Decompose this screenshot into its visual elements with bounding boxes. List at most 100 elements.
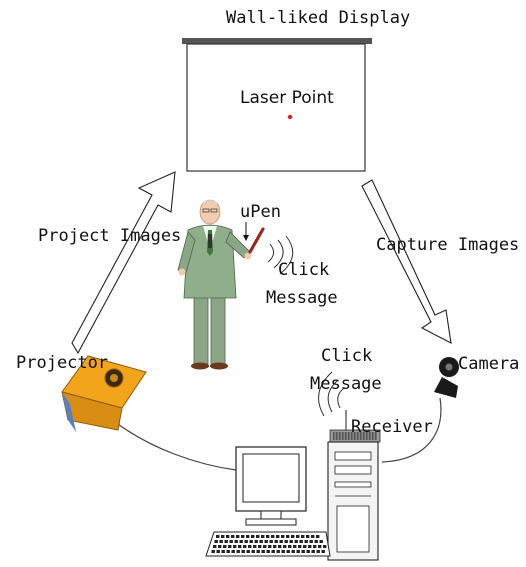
keyboard-key [236, 535, 240, 538]
keyboard-key [259, 540, 263, 543]
keyboard-key [318, 545, 322, 548]
presenter [177, 199, 252, 370]
receiver-signal-waves [318, 371, 345, 417]
keyboard-key [218, 545, 222, 548]
keyboard-key [216, 535, 220, 538]
keyboard-key [224, 540, 228, 543]
keyboard-key [301, 535, 305, 538]
keyboard [205, 531, 331, 557]
keyboard-key [254, 540, 258, 543]
laser-dot [287, 114, 293, 120]
keyboard-key [294, 540, 298, 543]
keyboard-key [276, 535, 280, 538]
keyboard-key [286, 550, 290, 553]
keyboard-key [306, 535, 310, 538]
keyboard-key [228, 545, 232, 548]
keyboard-key [248, 545, 252, 548]
keyboard-key [244, 540, 248, 543]
keyboard-key [291, 535, 295, 538]
keyboard-key [323, 545, 327, 548]
camera-label: Camera [458, 354, 520, 374]
keyboard-key [281, 550, 285, 553]
pen-signal-waves [267, 235, 294, 275]
keyboard-key [308, 545, 312, 548]
keyboard-key [246, 535, 250, 538]
keyboard-key [284, 540, 288, 543]
keyboard-key [288, 545, 292, 548]
camera-cable [381, 397, 442, 463]
keyboard-key [319, 540, 323, 543]
keyboard-key [249, 540, 253, 543]
keyboard-key [211, 550, 215, 553]
keyboard-key [296, 550, 300, 553]
keyboard-key [239, 540, 243, 543]
keyboard-key [306, 550, 310, 553]
keyboard-key [263, 545, 267, 548]
keyboard-key [286, 535, 290, 538]
keyboard-key [311, 535, 315, 538]
click-message-pen-line1: Click [278, 260, 330, 280]
keyboard-key [298, 545, 302, 548]
project-images-label: Project Images [38, 226, 182, 246]
display-screen [186, 43, 366, 172]
keyboard-key [246, 550, 250, 553]
keyboard-key [311, 550, 315, 553]
project-images-arrow [71, 171, 176, 355]
keyboard-key [309, 540, 313, 543]
keyboard-key [233, 545, 237, 548]
keyboard-key [256, 535, 260, 538]
keyboard-key [268, 545, 272, 548]
laser-point-label: Laser Point [240, 88, 334, 108]
keyboard-key [221, 535, 225, 538]
keyboard-key [278, 545, 282, 548]
click-message-pen-line2: Message [266, 288, 338, 308]
keyboard-key [226, 535, 230, 538]
keyboard-key [241, 550, 245, 553]
receiver-label: Receiver [351, 417, 433, 437]
monitor [235, 446, 307, 526]
keyboard-key [251, 535, 255, 538]
pc-tower [327, 441, 379, 561]
keyboard-key [236, 550, 240, 553]
keyboard-key [316, 535, 320, 538]
keyboard-key [258, 545, 262, 548]
click-message-receiver-line1: Click [321, 346, 373, 366]
keyboard-key [243, 545, 247, 548]
display-label: Wall-liked Display [226, 8, 411, 28]
keyboard-key [221, 550, 225, 553]
keyboard-key [214, 540, 218, 543]
keyboard-key [321, 550, 325, 553]
upen [243, 222, 265, 254]
keyboard-key [219, 540, 223, 543]
keyboard-key [223, 545, 227, 548]
keyboard-key [231, 535, 235, 538]
upen-label: uPen [240, 202, 281, 222]
click-message-receiver-line2: Message [310, 374, 382, 394]
keyboard-key [213, 545, 217, 548]
keyboard-key [301, 550, 305, 553]
keyboard-key [314, 540, 318, 543]
keyboard-key [313, 545, 317, 548]
projector-label: Projector [16, 353, 109, 373]
projector-cable [109, 417, 237, 471]
wall-display [182, 38, 372, 172]
keyboard-key [251, 550, 255, 553]
keyboard-key [289, 540, 293, 543]
keyboard-key [281, 535, 285, 538]
keyboard-key [303, 545, 307, 548]
projector [61, 355, 147, 432]
keyboard-key [283, 545, 287, 548]
keyboard-key [234, 540, 238, 543]
keyboard-key [274, 540, 278, 543]
keyboard-key [264, 540, 268, 543]
keyboard-key [271, 535, 275, 538]
keyboard-key [241, 535, 245, 538]
keyboard-key [299, 540, 303, 543]
keyboard-key [226, 550, 230, 553]
keyboard-key [253, 545, 257, 548]
keyboard-key [216, 550, 220, 553]
capture-images-arrow [361, 179, 452, 344]
display-top-bar [182, 38, 372, 44]
